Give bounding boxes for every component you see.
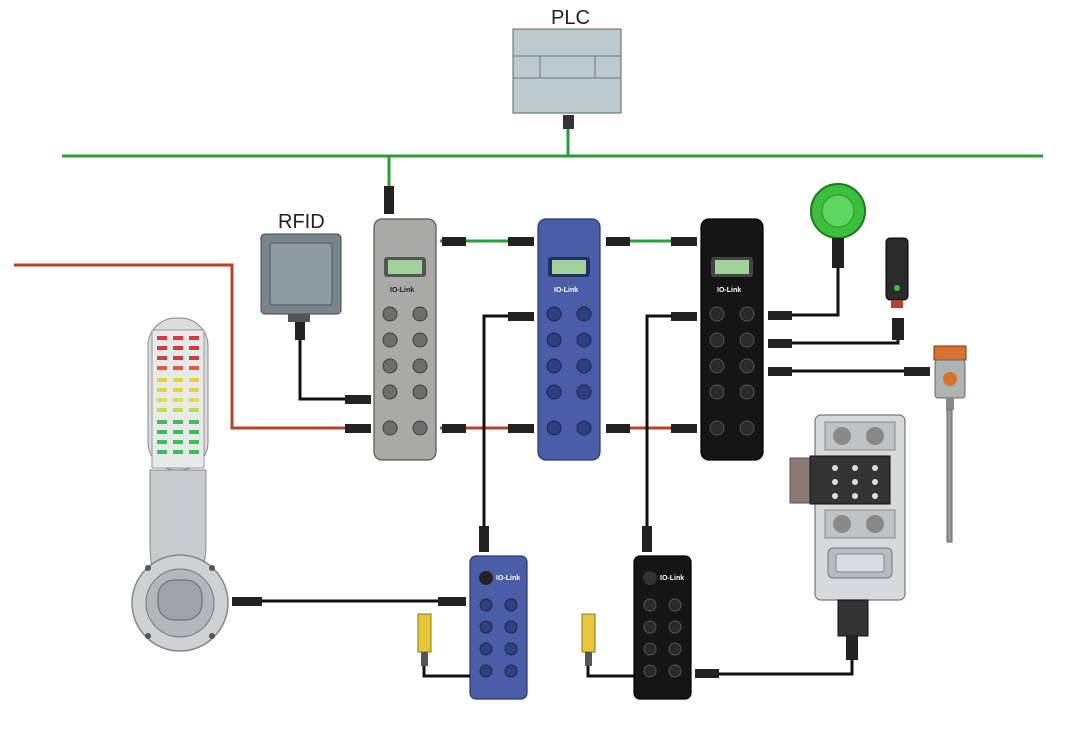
plc-label: PLC xyxy=(551,7,590,29)
iolink-master-black: IO-Link xyxy=(671,218,792,461)
master-blue-brand: IO-Link xyxy=(554,287,578,294)
plc-connector xyxy=(563,115,574,129)
rfid-reader: RFID xyxy=(260,211,345,401)
master-gray-brand: IO-Link xyxy=(390,287,414,294)
hub-black-brand: IO-Link xyxy=(660,575,684,582)
master-black-brand: IO-Link xyxy=(717,287,741,294)
iolink-hub-black: IO-Link xyxy=(633,555,719,700)
iolink-master-gray: IO-Link xyxy=(345,218,466,461)
plc: PLC xyxy=(512,7,622,156)
fieldbus-connector xyxy=(384,186,394,214)
photoelectric-sensor xyxy=(792,237,909,345)
iolink-hub-blue: IO-Link xyxy=(469,555,528,700)
master-blue-display xyxy=(552,260,586,274)
master-gray-display xyxy=(388,260,422,274)
power-line xyxy=(14,263,345,430)
tower-leds xyxy=(157,336,199,454)
proximity-sensor-1 xyxy=(417,613,470,678)
hub-blue-brand: IO-Link xyxy=(496,575,520,582)
green-button xyxy=(792,183,866,317)
proximity-sensor-2 xyxy=(581,613,634,678)
plc-body xyxy=(512,28,622,114)
cable-to-blue-hub xyxy=(482,314,508,528)
valve-terminal xyxy=(719,414,906,676)
cable-to-black-hub xyxy=(645,314,671,528)
signal-tower xyxy=(131,317,466,652)
iolink-master-blue: IO-Link xyxy=(508,218,630,461)
master-black-display xyxy=(715,260,749,274)
rfid-label: RFID xyxy=(278,211,325,233)
pressure-sensor xyxy=(792,345,967,543)
